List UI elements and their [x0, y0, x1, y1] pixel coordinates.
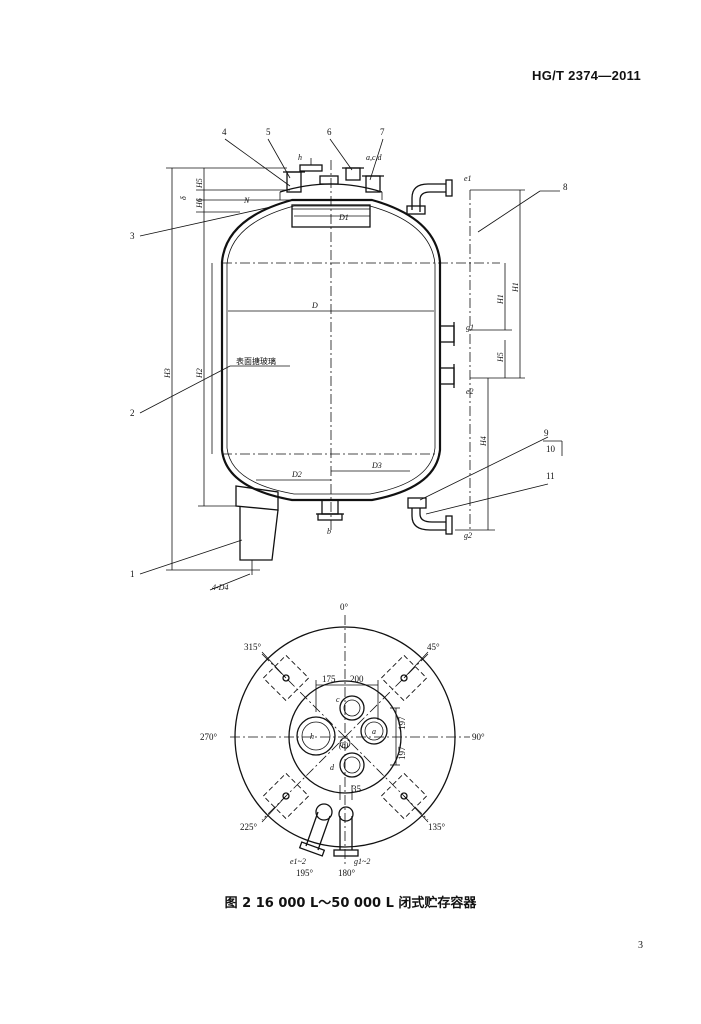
svg-text:180°: 180° [338, 868, 356, 878]
svg-text:e1~2: e1~2 [290, 857, 306, 866]
top-nozzles [283, 158, 384, 193]
pipe-g2 [407, 497, 453, 535]
callout-leaders [139, 138, 560, 591]
callout-10: 10 [546, 444, 556, 454]
svg-text:H1: H1 [511, 282, 520, 293]
page-number: 3 [638, 940, 643, 951]
plan-nozzles [296, 695, 388, 778]
svg-text:175: 175 [322, 674, 336, 684]
svg-text:b: b [327, 527, 331, 536]
bottom-outlet [316, 499, 344, 521]
svg-text:H5: H5 [195, 178, 204, 189]
svg-text:270°: 270° [200, 732, 218, 742]
vessel-inner-lining [226, 205, 436, 495]
svg-text:D2: D2 [291, 470, 302, 479]
support-leg [235, 485, 279, 575]
svg-text:D: D [311, 301, 318, 310]
plan-view: 0° 45° 90° 135° 180° 195° 225° 270° 315°… [200, 602, 485, 878]
svg-text:d: d [330, 763, 335, 772]
svg-text:H6: H6 [195, 198, 204, 209]
svg-text:e2: e2 [466, 387, 474, 396]
plan-pipes [298, 803, 359, 857]
callout-8: 8 [563, 182, 568, 192]
svg-text:a,c,d: a,c,d [366, 153, 383, 162]
svg-text:g1: g1 [466, 323, 474, 332]
callout-7: 7 [380, 127, 385, 137]
callout-9: 9 [544, 428, 549, 438]
svg-text:90°: 90° [472, 732, 485, 742]
side-nozzles [439, 322, 455, 388]
svg-text:(b): (b) [339, 741, 349, 750]
svg-text:H1: H1 [496, 294, 505, 305]
svg-text:315°: 315° [244, 642, 262, 652]
callout-1: 1 [130, 569, 135, 579]
elevation-view: 4 5 6 7 3 2 1 8 9 10 11 h a,c,d b e1 e2 … [130, 127, 568, 592]
callout-6: 6 [327, 127, 332, 137]
left-dimensions [166, 167, 290, 571]
svg-text:H2: H2 [195, 368, 204, 379]
callout-3: 3 [130, 231, 135, 241]
svg-text:δ: δ [179, 196, 188, 200]
svg-text:35: 35 [352, 784, 362, 794]
callout-2: 2 [130, 408, 135, 418]
svg-text:200: 200 [350, 674, 364, 684]
svg-text:H4: H4 [479, 436, 488, 447]
svg-text:197: 197 [397, 716, 407, 730]
standard-number: HG/T 2374—2011 [532, 68, 641, 83]
svg-text:N: N [243, 196, 250, 205]
pipe-e1 [406, 179, 453, 215]
right-dimensions [455, 189, 525, 531]
svg-text:h: h [310, 732, 314, 741]
svg-text:195°: 195° [296, 868, 314, 878]
svg-text:g1~2: g1~2 [354, 857, 370, 866]
svg-text:H5: H5 [496, 352, 505, 363]
svg-text:D3: D3 [371, 461, 382, 470]
svg-text:4-D4: 4-D4 [212, 583, 228, 592]
svg-text:h: h [298, 153, 302, 162]
svg-text:0°: 0° [340, 602, 349, 612]
callout-5: 5 [266, 127, 271, 137]
callout-11: 11 [546, 471, 555, 481]
glass-lining-note: 表面搪玻璃 [236, 356, 276, 366]
figure-caption: 图 2 16 000 L～50 000 L 闭式贮存容器 [224, 896, 477, 911]
svg-text:H3: H3 [163, 368, 172, 379]
vessel-shell [220, 198, 442, 502]
svg-text:135°: 135° [428, 822, 446, 832]
callout-4: 4 [222, 127, 227, 137]
svg-text:a: a [372, 727, 376, 736]
svg-text:e1: e1 [464, 174, 472, 183]
svg-text:45°: 45° [427, 642, 440, 652]
svg-text:225°: 225° [240, 822, 258, 832]
svg-text:g2: g2 [464, 531, 472, 540]
svg-text:c: c [336, 695, 340, 704]
svg-text:197: 197 [397, 746, 407, 760]
svg-text:D1: D1 [338, 213, 349, 222]
